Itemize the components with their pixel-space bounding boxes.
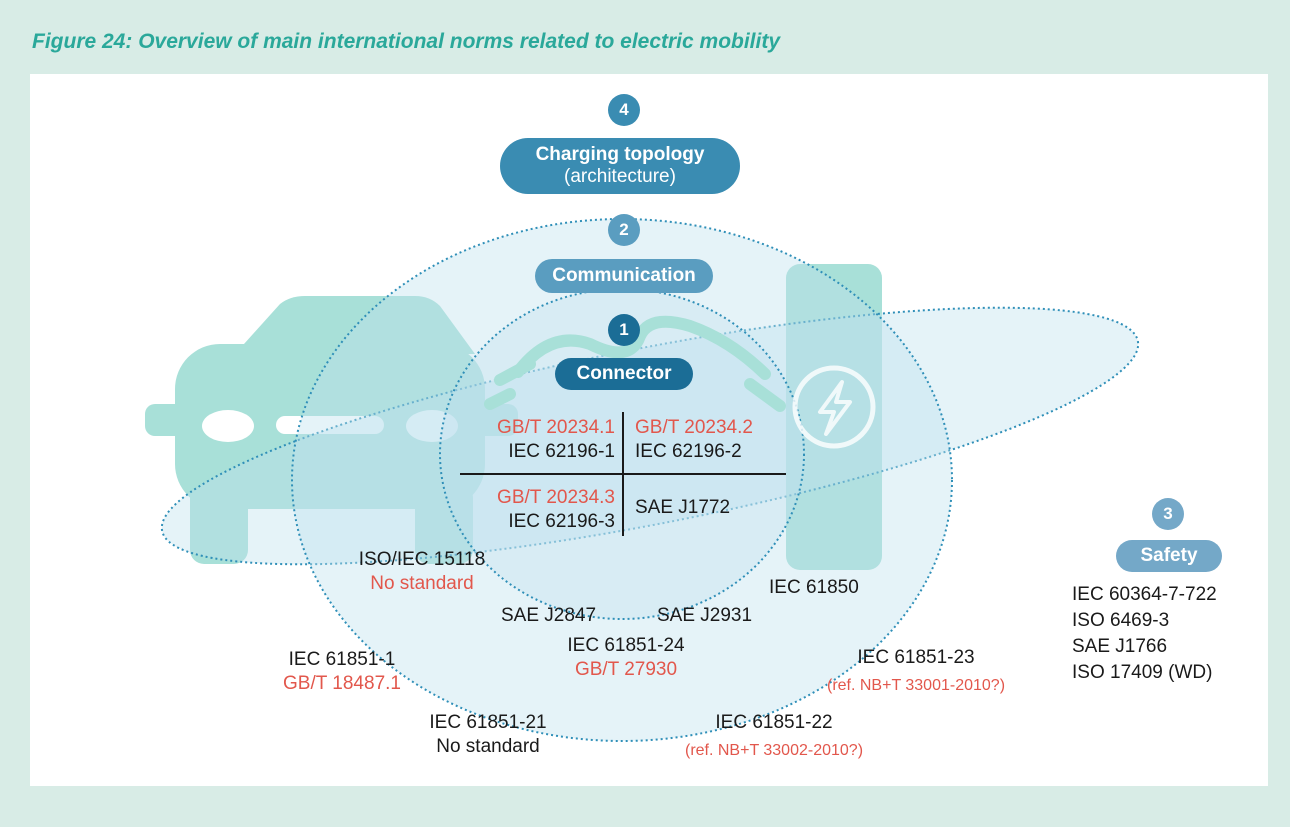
gbt-20234-3: GB/T 20234.3 bbox=[497, 487, 615, 508]
ref-nbt-33002: (ref. NB+T 33002-2010?) bbox=[684, 742, 864, 759]
sae-j2931: SAE J2931 bbox=[657, 605, 753, 626]
number-3-badge: 3 bbox=[1152, 498, 1184, 530]
charging-topology-title: Charging topology bbox=[535, 144, 705, 165]
iec-61851-21-label: IEC 61851-21 No standard bbox=[429, 711, 546, 759]
plug-icon bbox=[484, 315, 786, 412]
iso-iec-15118-label: ISO/IEC 15118 No standard bbox=[359, 548, 485, 596]
iec-61851-22: IEC 61851-22 bbox=[715, 712, 833, 733]
no-standard: No standard bbox=[436, 736, 540, 757]
number-2-badge: 2 bbox=[608, 214, 640, 246]
diagram-canvas bbox=[145, 218, 1140, 742]
gbt-20234-2: GB/T 20234.2 bbox=[635, 417, 753, 438]
number-4-badge: 4 bbox=[608, 94, 640, 126]
sae-j1772: SAE J1772 bbox=[635, 497, 731, 518]
iec-62196-1: IEC 62196-1 bbox=[508, 441, 615, 462]
iec-61851-23: IEC 61851-23 bbox=[857, 647, 975, 668]
iec-61851-1: IEC 61851-1 bbox=[288, 649, 396, 670]
connector-top-left: GB/T 20234.1 IEC 62196-1 bbox=[460, 416, 615, 464]
iso-iec-15118: ISO/IEC 15118 bbox=[358, 549, 486, 570]
iec-61851-22-label: IEC 61851-22 (ref. NB+T 33002-2010?) bbox=[685, 711, 863, 763]
connector-grid bbox=[460, 412, 786, 536]
no-standard-red: No standard bbox=[370, 573, 474, 594]
safety-ellipse bbox=[160, 306, 1140, 566]
gbt-27930: GB/T 27930 bbox=[574, 659, 678, 680]
iso-6469-3: ISO 6469-3 bbox=[1072, 610, 1170, 631]
communication-pill: Communication bbox=[535, 259, 713, 293]
charging-topology-pill: Charging topology (architecture) bbox=[500, 138, 740, 194]
gbt-18487-1: GB/T 18487.1 bbox=[283, 673, 401, 694]
iec-61851-1-label: IEC 61851-1 GB/T 18487.1 bbox=[283, 648, 401, 696]
iec-61851-21: IEC 61851-21 bbox=[429, 712, 547, 733]
lightning-icon bbox=[792, 365, 876, 449]
charging-topology-subtitle: (architecture) bbox=[564, 166, 676, 187]
sae-j2847: SAE J2847 bbox=[501, 605, 597, 626]
iso-17409-wd: ISO 17409 (WD) bbox=[1072, 662, 1213, 683]
safety-pill: Safety bbox=[1116, 540, 1222, 572]
ref-nbt-33001: (ref. NB+T 33001-2010?) bbox=[826, 677, 1006, 694]
iec-62196-3: IEC 62196-3 bbox=[508, 511, 615, 532]
gbt-20234-1: GB/T 20234.1 bbox=[497, 417, 615, 438]
iec-60364-7-722: IEC 60364-7-722 bbox=[1072, 584, 1217, 605]
sae-j1766: SAE J1766 bbox=[1072, 636, 1168, 657]
connector-bottom-left: GB/T 20234.3 IEC 62196-3 bbox=[460, 486, 615, 534]
iec-61851-23-label: IEC 61851-23 (ref. NB+T 33001-2010?) bbox=[827, 646, 1005, 698]
iec-61850: IEC 61850 bbox=[769, 577, 859, 598]
diagram-panel: 4 Charging topology (architecture) 2 Com… bbox=[30, 74, 1268, 786]
connector-pill: Connector bbox=[555, 358, 693, 390]
safety-standards: IEC 60364-7-722 ISO 6469-3 SAE J1766 ISO… bbox=[1072, 582, 1217, 686]
figure-title: Figure 24: Overview of main internationa… bbox=[32, 30, 781, 53]
number-1-badge: 1 bbox=[608, 314, 640, 346]
iec-61851-24: IEC 61851-24 bbox=[567, 635, 685, 656]
iec-62196-2: IEC 62196-2 bbox=[635, 441, 742, 462]
iec-61851-24-label: IEC 61851-24 GB/T 27930 bbox=[567, 634, 684, 682]
connector-top-right: GB/T 20234.2 IEC 62196-2 bbox=[635, 416, 753, 464]
